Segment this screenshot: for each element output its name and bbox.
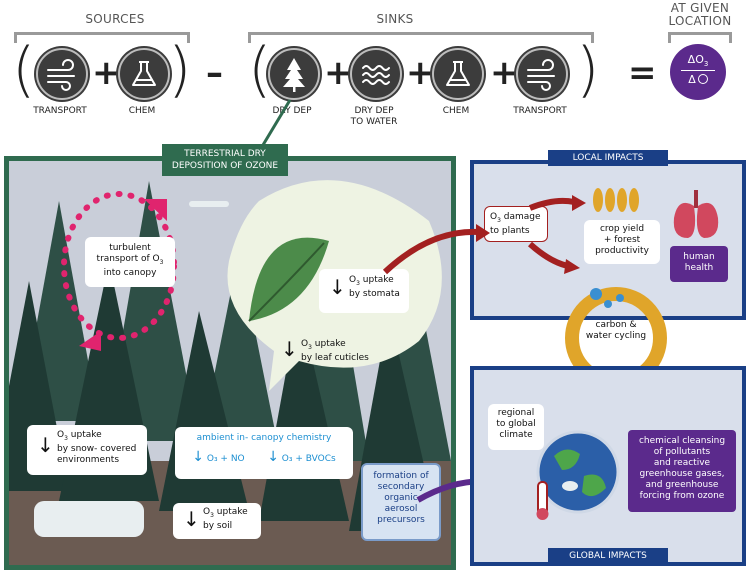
down-arrow-icon: ↓ bbox=[329, 275, 346, 299]
damage-o: O bbox=[490, 212, 498, 222]
label-dry-dep-water: DRY DEP TO WATER bbox=[350, 106, 398, 127]
regional-box: regional to global climate bbox=[488, 404, 544, 450]
globe-icon bbox=[536, 430, 620, 520]
health-box: human health bbox=[670, 246, 728, 282]
left-paren-sinks: ( bbox=[248, 35, 272, 105]
soa-box: formation of secondary organic aerosol p… bbox=[361, 463, 441, 541]
chem-no: ↓ O₃ + NO bbox=[192, 449, 245, 465]
snow-box: ↓ O3 uptake by snow- covered environment… bbox=[27, 425, 147, 475]
down-arrow-icon: ↓ bbox=[37, 433, 54, 457]
soil-sub: 3 bbox=[210, 511, 214, 519]
stomata-o: O bbox=[349, 275, 357, 285]
chem-bvoc: ↓ O₃ + BVOCs bbox=[267, 449, 336, 465]
cuticles-sub: 3 bbox=[308, 343, 312, 351]
cuticles-o: O bbox=[301, 339, 309, 349]
plus-op-2: + bbox=[324, 53, 353, 93]
plus-op-4: + bbox=[490, 53, 519, 93]
plus-op-3: + bbox=[406, 53, 435, 93]
equals-op: = bbox=[628, 53, 657, 93]
crop-box: crop yield + forest productivity bbox=[584, 220, 660, 264]
label-chem-sink: CHEM bbox=[442, 106, 470, 116]
chem-bvoc-label: O₃ + BVOCs bbox=[281, 454, 336, 464]
sources-bracket bbox=[14, 32, 190, 43]
flask-icon-sink bbox=[432, 48, 484, 100]
turbulent-sub: 3 bbox=[159, 258, 164, 266]
water-waves-icon bbox=[350, 48, 402, 100]
wheat-icon bbox=[593, 188, 639, 212]
tree-icon bbox=[268, 48, 320, 100]
snow-sub: 3 bbox=[64, 434, 68, 442]
wind-icon-sink bbox=[516, 48, 568, 100]
right-paren-sources: ) bbox=[168, 35, 192, 105]
sinks-heading: SINKS bbox=[376, 12, 414, 26]
soil-box: ↓ O3 uptake by soil bbox=[173, 503, 261, 539]
plus-op-1: + bbox=[92, 53, 121, 93]
clock-icon bbox=[697, 74, 708, 85]
down-arrow-icon: ↓ bbox=[281, 337, 298, 361]
delta-o3-badge: ΔO3 Δ bbox=[670, 44, 726, 100]
soil-o: O bbox=[203, 507, 211, 517]
label-transport-source: TRANSPORT bbox=[33, 106, 87, 116]
right-paren-sinks: ) bbox=[576, 35, 600, 105]
damage-box: O3 damage to plants bbox=[484, 206, 548, 242]
snow-o: O bbox=[57, 430, 65, 440]
global-impacts-title: GLOBAL IMPACTS bbox=[548, 548, 668, 564]
sinks-bracket bbox=[248, 32, 594, 43]
label-dry-dep: DRY DEP bbox=[272, 106, 312, 116]
blue-down-arrow-icon: ↓ bbox=[267, 449, 279, 465]
forest-title-tab: TERRESTRIAL DRY DEPOSITION OF OZONE bbox=[162, 144, 288, 176]
cycling-label: carbon & water cycling bbox=[585, 320, 647, 341]
damage-sub: 3 bbox=[497, 216, 501, 224]
delta-denominator: Δ bbox=[688, 73, 696, 87]
damage-text: damage to plants bbox=[490, 212, 541, 236]
local-impacts-title: LOCAL IMPACTS bbox=[548, 150, 668, 166]
soil-text: uptake by soil bbox=[203, 507, 248, 531]
left-paren-sources: ( bbox=[12, 35, 36, 105]
lungs-icon bbox=[673, 190, 719, 238]
turbulent-tail: into canopy bbox=[103, 267, 157, 278]
cuticles-box: ↓ O3 uptake by leaf cuticles bbox=[271, 335, 381, 371]
chemistry-title: ambient in- canopy chemistry bbox=[196, 433, 332, 443]
delta-sub: 3 bbox=[703, 60, 709, 69]
label-transport-sink: TRANSPORT bbox=[513, 106, 567, 116]
cuticles-text: uptake by leaf cuticles bbox=[301, 339, 369, 363]
sources-heading: SOURCES bbox=[85, 12, 145, 26]
turbulent-text: turbulent transport of O bbox=[96, 243, 160, 264]
at-given-location-heading: AT GIVEN LOCATION bbox=[668, 1, 732, 28]
wind-icon bbox=[36, 48, 88, 100]
flask-icon-source bbox=[118, 48, 170, 100]
stomata-sub: 3 bbox=[356, 279, 360, 287]
delta-numerator: ΔO bbox=[687, 53, 704, 66]
location-bracket bbox=[668, 32, 732, 43]
label-chem-source: CHEM bbox=[128, 106, 156, 116]
blue-down-arrow-icon: ↓ bbox=[192, 449, 204, 465]
down-arrow-icon: ↓ bbox=[183, 507, 200, 531]
chem-no-label: O₃ + NO bbox=[206, 454, 245, 464]
cleansing-box: chemical cleansing of pollutants and rea… bbox=[628, 430, 736, 512]
stomata-box: ↓ O3 uptake by stomata bbox=[319, 269, 409, 313]
snow-text: uptake by snow- covered environments bbox=[57, 430, 137, 465]
chemistry-box: ambient in- canopy chemistry ↓ O₃ + NO ↓… bbox=[175, 427, 353, 479]
minus-op: – bbox=[206, 53, 223, 93]
stomata-text: uptake by stomata bbox=[349, 275, 400, 299]
